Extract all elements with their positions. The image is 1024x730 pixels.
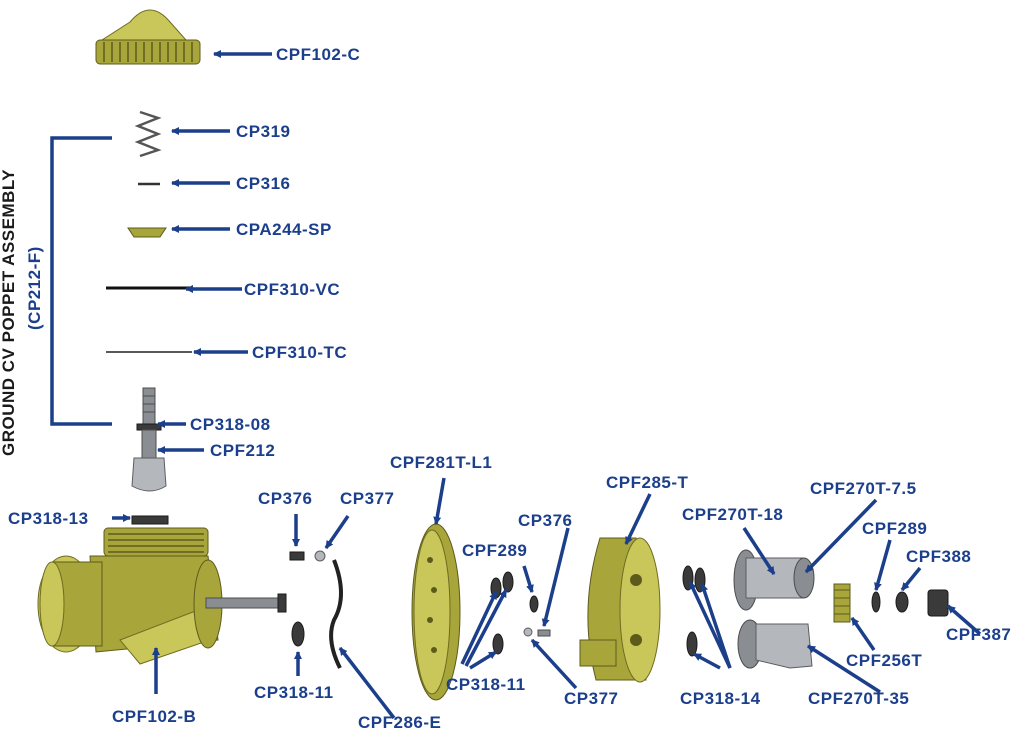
label-cpf270t-35: CPF270T-35 [808, 689, 909, 708]
label-cp316: CP316 [236, 174, 290, 193]
seal-cluster-2 [490, 571, 551, 655]
label-cp318-14: CP318-14 [680, 689, 761, 708]
main-body-part [37, 515, 287, 665]
label-cp377-a: CP377 [340, 489, 394, 508]
label-cpf256t: CPF256T [846, 651, 922, 670]
seal-cluster-3 [682, 565, 706, 657]
label-cpf212: CPF212 [210, 441, 275, 460]
label-cp376-a: CP376 [258, 489, 312, 508]
label-cp318-11-a: CP318-11 [254, 683, 334, 702]
label-cpf281t-l1: CPF281T-L1 [390, 453, 492, 472]
label-cpa244-sp: CPA244-SP [236, 220, 332, 239]
label-cpf289-a: CPF289 [462, 541, 527, 560]
fitting-cpf270t-35-part [737, 619, 813, 669]
label-cpf388: CPF388 [906, 547, 971, 566]
label-cpf102-c: CPF102-C [276, 45, 360, 64]
label-cpf310-vc: CPF310-VC [244, 280, 340, 299]
label-cp319: CP319 [236, 122, 290, 141]
assembly-title: GROUND CV POPPET ASSEMBLY [0, 169, 18, 456]
label-cp318-13: CP318-13 [8, 509, 89, 528]
label-cpf285-t: CPF285-T [606, 473, 689, 492]
poppet-part [131, 387, 167, 492]
label-cpf270t-7-5: CPF270T-7.5 [810, 479, 917, 498]
label-cpf310-tc: CPF310-TC [252, 343, 347, 362]
seal-cluster-1 [289, 550, 343, 669]
spring-part [134, 110, 162, 158]
label-cp318-11-b: CP318-11 [446, 675, 526, 694]
drum-cpf285-part [579, 537, 661, 683]
arrows [112, 50, 982, 720]
label-cpf286-e: CPF286-E [358, 713, 441, 730]
fitting-cpf270t-18-part [733, 549, 815, 611]
label-cp318-08: CP318-08 [190, 415, 271, 434]
disc-part [127, 227, 167, 238]
assembly-bracket [50, 136, 112, 426]
disc-cpf281-part [411, 523, 461, 701]
label-cpf289-b: CPF289 [862, 519, 927, 538]
label-cpf387: CPF387 [946, 625, 1011, 644]
label-cp376-b: CP376 [518, 511, 572, 530]
cap-part [95, 9, 201, 65]
gear-cpf256t-part [833, 583, 851, 623]
label-cp377-b: CP377 [564, 689, 618, 708]
assembly-code: (CP212-F) [25, 246, 44, 330]
labels: CPF102-C CP319 CP316 CPA244-SP CPF310-VC… [8, 45, 1011, 730]
small-parts-right [871, 589, 949, 617]
label-cpf270t-18: CPF270T-18 [682, 505, 783, 524]
label-cpf102-b: CPF102-B [112, 707, 196, 726]
